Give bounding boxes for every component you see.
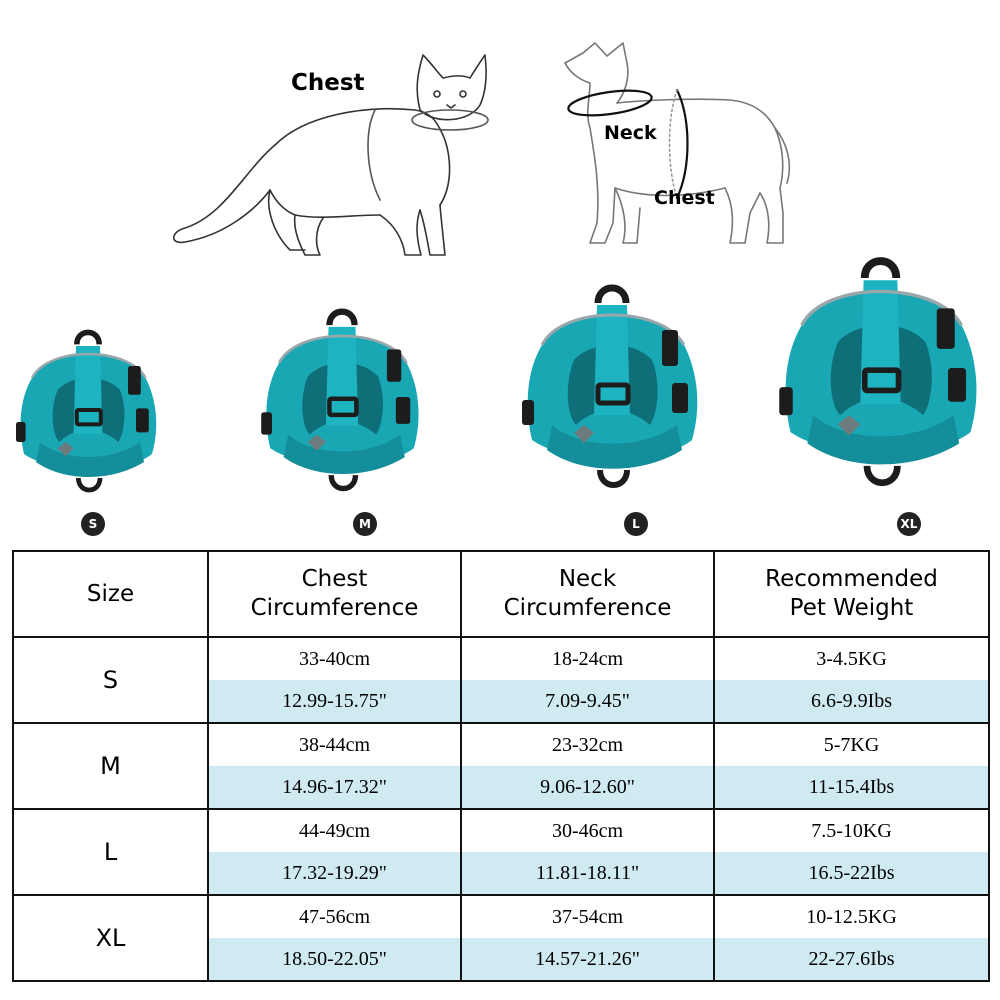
neck-cm: 37-54cm <box>462 896 713 938</box>
dog-chest-label: Chest <box>654 187 715 209</box>
neck-cm: 23-32cm <box>462 724 713 766</box>
header-size: Size <box>12 550 209 638</box>
weight-lbs: 16.5-22Ibs <box>715 852 988 894</box>
size-chart-table: Size Chest Circumference Neck Circumfere… <box>12 550 990 982</box>
header-chest-circumference: Chest Circumference <box>207 550 462 638</box>
weight-lbs: 6.6-9.9Ibs <box>715 680 988 722</box>
weight-lbs: 22-27.6Ibs <box>715 938 988 980</box>
size-badge-m: M <box>353 512 377 536</box>
dog-neck-label: Neck <box>604 122 657 144</box>
weight-kg: 3-4.5KG <box>715 638 988 680</box>
size-cell: S <box>12 636 209 724</box>
neck-in: 11.81-18.11" <box>462 852 713 894</box>
size-cell: XL <box>12 894 209 982</box>
cat-chest-label: Chest <box>291 70 365 96</box>
chest-cm: 47-56cm <box>209 896 460 938</box>
neck-cm: 30-46cm <box>462 810 713 852</box>
weight-kg: 7.5-10KG <box>715 810 988 852</box>
chest-cm: 33-40cm <box>209 638 460 680</box>
dog-outline-illustration <box>564 42 791 244</box>
chest-cm: 38-44cm <box>209 724 460 766</box>
size-badge-xl: XL <box>897 512 921 536</box>
chest-in: 17.32-19.29" <box>209 852 460 894</box>
size-badge-s: S <box>81 512 105 536</box>
harness-image-xl <box>768 246 993 500</box>
size-badge-l: L <box>624 512 648 536</box>
chest-in: 12.99-15.75" <box>209 680 460 722</box>
weight-lbs: 11-15.4Ibs <box>715 766 988 808</box>
size-cell: L <box>12 808 209 896</box>
chest-cm: 44-49cm <box>209 810 460 852</box>
header-recommended-pet-weight: Recommended Pet Weight <box>713 550 990 638</box>
harness-image-l <box>512 275 712 500</box>
size-cell: M <box>12 722 209 810</box>
chest-in: 14.96-17.32" <box>209 766 460 808</box>
neck-in: 7.09-9.45" <box>462 680 713 722</box>
cat-outline-illustration <box>172 54 489 256</box>
header-neck-circumference: Neck Circumference <box>460 550 715 638</box>
table-header-row: Size Chest Circumference Neck Circumfere… <box>12 550 990 638</box>
harness-image-s <box>8 322 168 502</box>
neck-in: 9.06-12.60" <box>462 766 713 808</box>
weight-kg: 10-12.5KG <box>715 896 988 938</box>
chest-in: 18.50-22.05" <box>209 938 460 980</box>
harness-image-m <box>252 300 432 502</box>
neck-in: 14.57-21.26" <box>462 938 713 980</box>
weight-kg: 5-7KG <box>715 724 988 766</box>
neck-cm: 18-24cm <box>462 638 713 680</box>
